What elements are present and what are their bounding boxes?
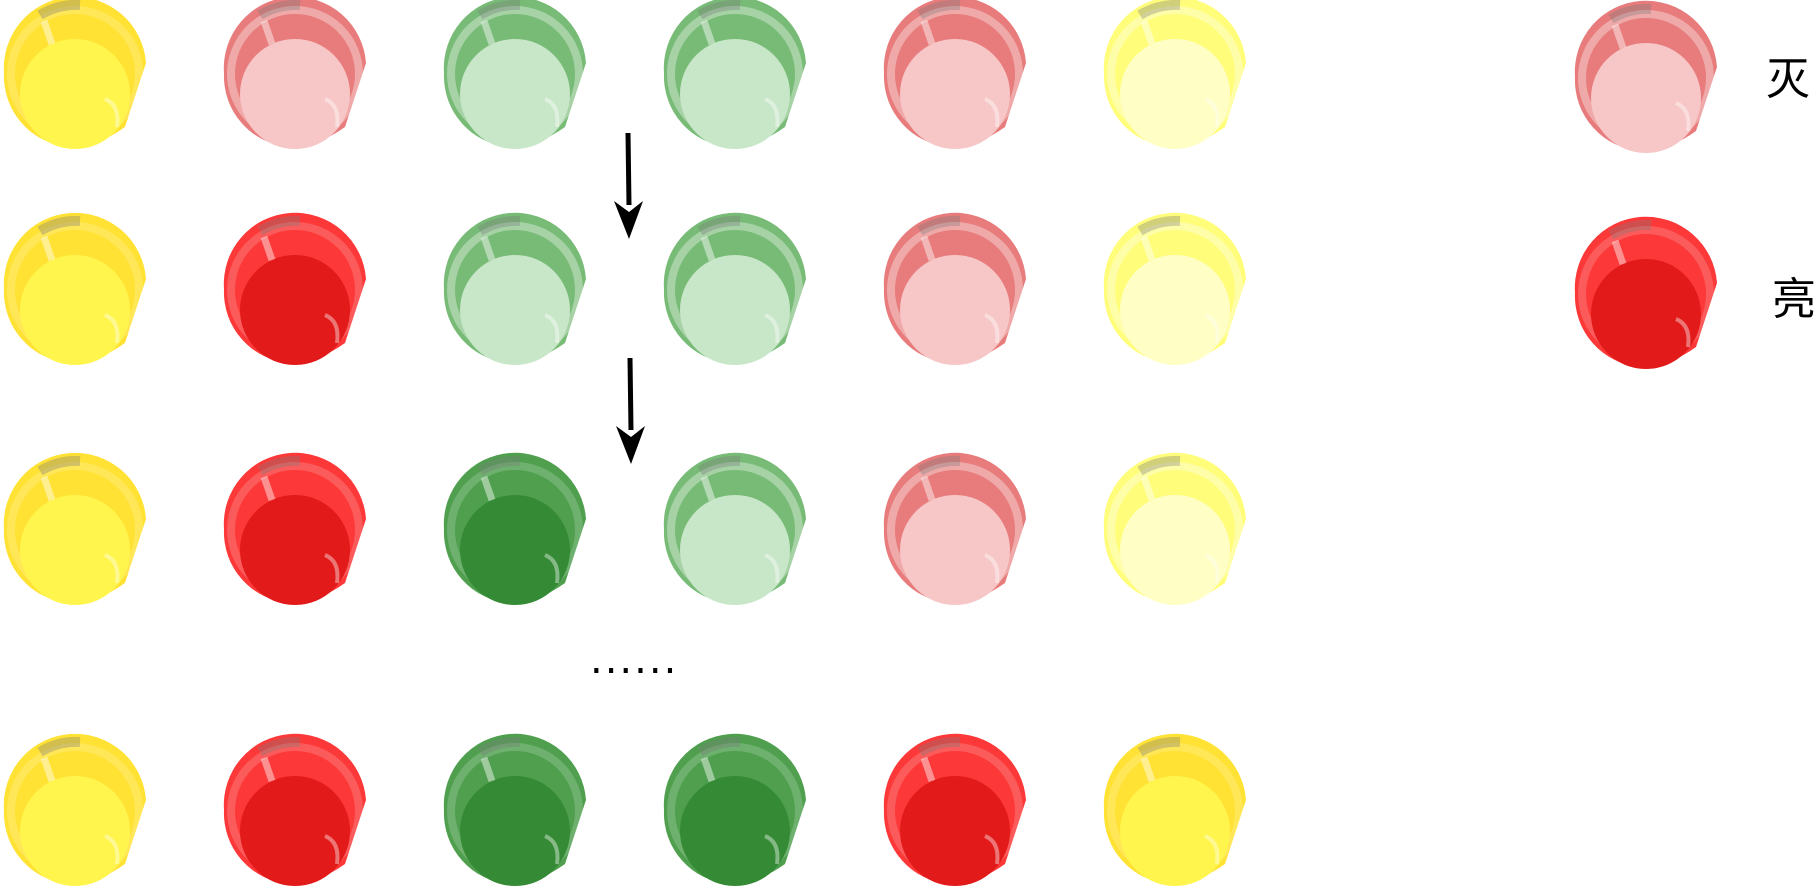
- led-yellow-off: [1103, 212, 1246, 365]
- led-yellow-on: [3, 212, 147, 365]
- led-green-on: [443, 733, 586, 886]
- led-yellow-on: [3, 733, 147, 886]
- led-red-off: [883, 452, 1026, 605]
- led-green-off: [443, 0, 586, 149]
- led-green-off: [663, 212, 806, 365]
- led-red-off: [883, 0, 1026, 149]
- led-green-off: [663, 452, 806, 605]
- legend-label-off: 灭: [1766, 54, 1810, 105]
- led-green-on: [663, 733, 806, 886]
- led-yellow-off: [1103, 0, 1246, 149]
- led-green-on: [443, 452, 586, 605]
- led-red-off: [223, 0, 366, 149]
- led-red-off: [883, 212, 1026, 365]
- legend-label-on: 亮: [1772, 274, 1816, 325]
- down-arrow-icon: [616, 357, 645, 464]
- led-yellow-off: [1103, 452, 1246, 605]
- legend-led-off: [1574, 0, 1717, 153]
- led-red-on: [883, 733, 1026, 886]
- led-red-on: [223, 452, 366, 605]
- led-red-on: [223, 733, 366, 886]
- legend-led-on: [1574, 216, 1717, 369]
- led-yellow-on: [3, 0, 146, 149]
- led-green-off: [443, 212, 586, 365]
- led-green-off: [663, 0, 806, 149]
- led-red-on: [223, 212, 366, 365]
- led-yellow-on: [1103, 733, 1246, 886]
- led-yellow-on: [3, 452, 147, 605]
- ellipsis-text: ......: [590, 637, 679, 683]
- down-arrow-icon: [614, 132, 643, 239]
